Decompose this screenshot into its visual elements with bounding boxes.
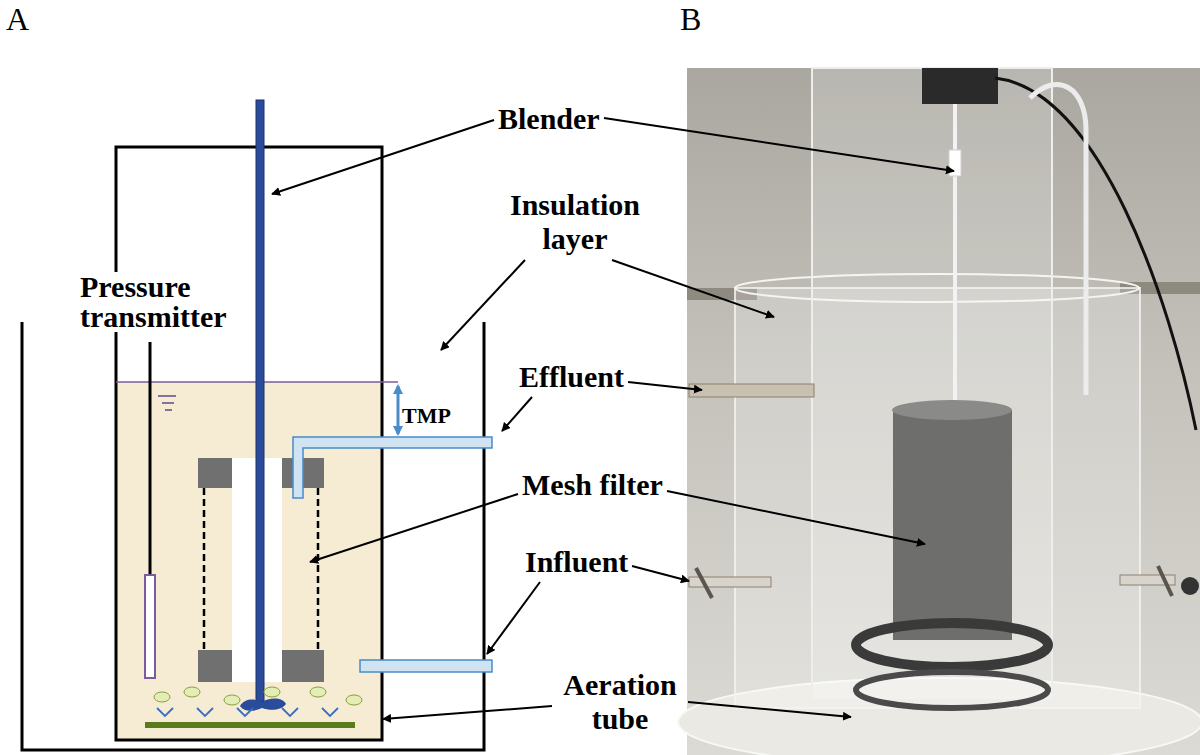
part-label: Effluent <box>519 360 649 394</box>
part-label: Insulation layer <box>500 188 650 256</box>
liquid-fill <box>116 382 382 740</box>
part-label: Mesh filter <box>522 468 682 502</box>
panel-letter: A <box>6 2 46 36</box>
part-label: Blender <box>498 102 638 136</box>
leader-arrows <box>272 118 954 719</box>
panel-letter: B <box>680 2 720 36</box>
pressure-probe-line <box>149 342 152 575</box>
effluent-pipe <box>293 437 492 498</box>
schematic-panel <box>22 100 492 750</box>
influent-pipe <box>360 660 492 672</box>
part-label: Pressure transmitter <box>80 272 245 332</box>
water-level-symbol <box>158 396 176 410</box>
aeration-tube <box>145 687 362 728</box>
pressure-probe <box>145 575 155 678</box>
photo-panel <box>678 68 1200 755</box>
tmp-arrow <box>397 386 400 434</box>
insulation-vessel <box>22 322 484 750</box>
part-label: Aeration tube <box>555 668 685 736</box>
part-label: Influent <box>525 545 655 579</box>
dimension-label: TMP <box>402 402 472 430</box>
